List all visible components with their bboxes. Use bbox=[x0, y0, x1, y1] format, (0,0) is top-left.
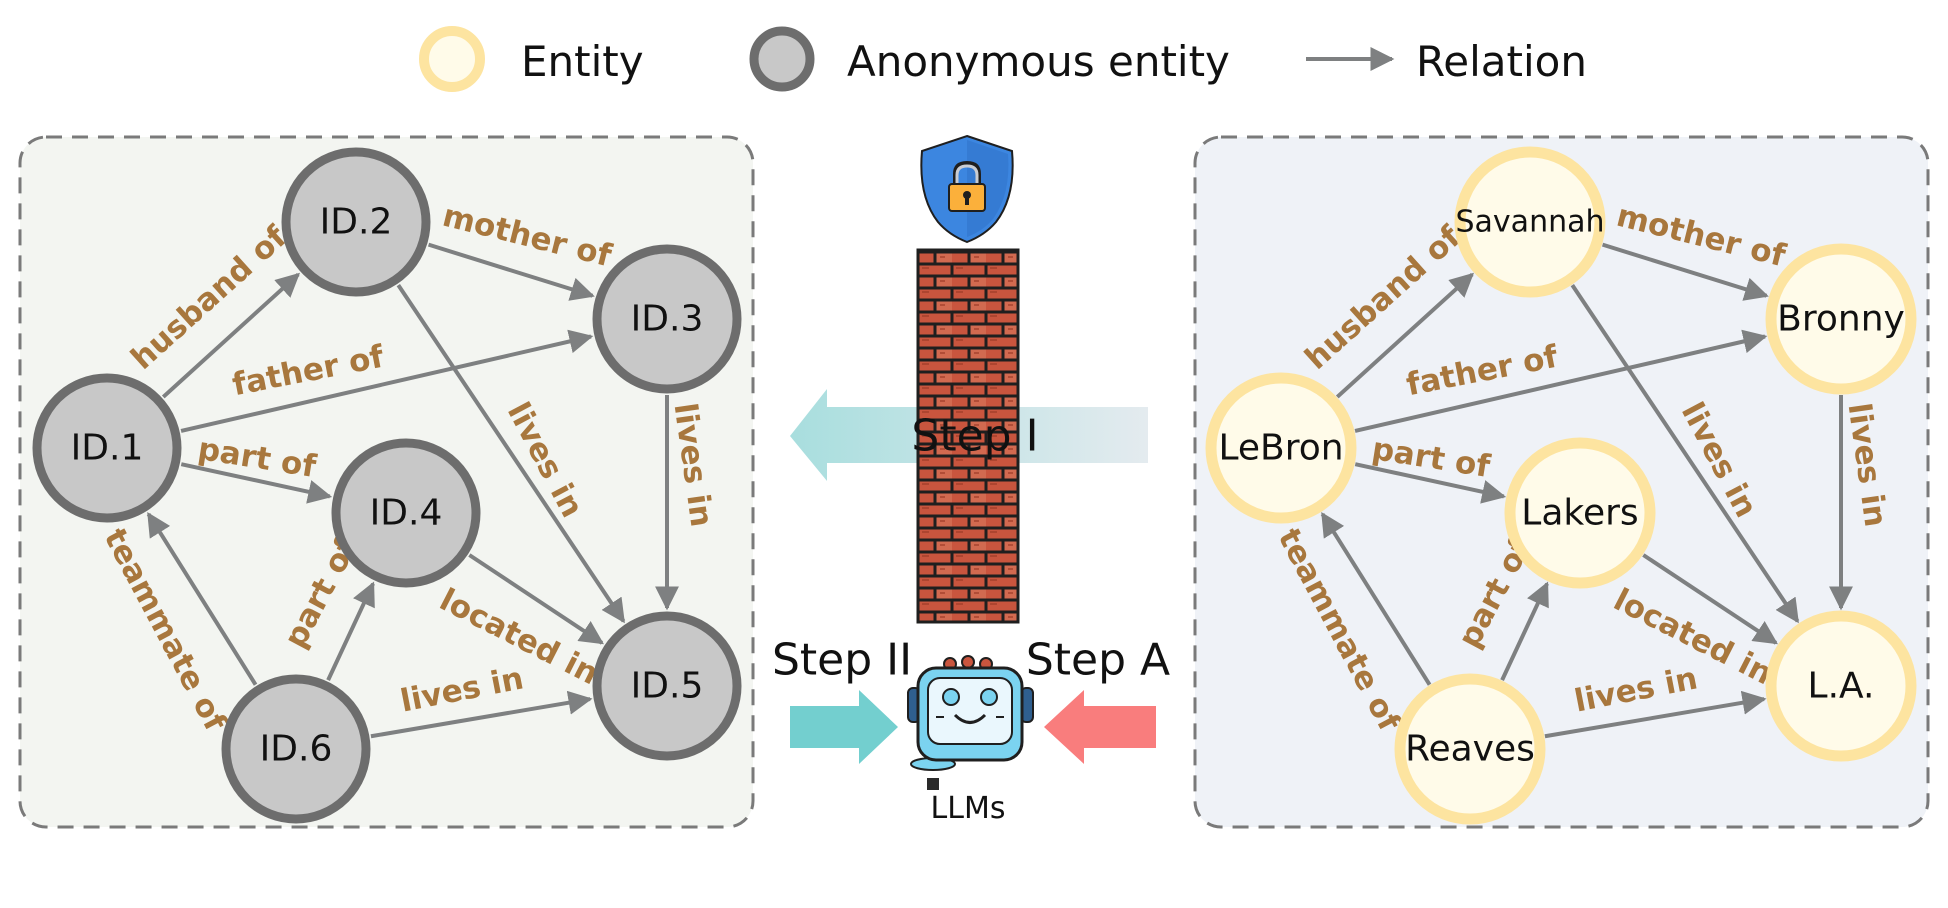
robot-icon bbox=[907, 655, 1034, 790]
right-edge-n2-n5 bbox=[1570, 284, 1800, 624]
left-node-id-5: ID.5 bbox=[592, 611, 742, 761]
right-node-savannah: Savannah bbox=[1454, 146, 1606, 298]
right-edge-n1-n3 bbox=[1354, 329, 1768, 433]
left-edge-n2-n3 bbox=[427, 242, 595, 301]
node-label: ID.2 bbox=[320, 202, 393, 243]
left-node-id-6: ID.6 bbox=[221, 674, 371, 824]
right-edge-n1-n2 bbox=[1335, 272, 1475, 399]
node-label: ID.5 bbox=[631, 666, 704, 707]
left-edge-n4-n5 bbox=[468, 553, 604, 645]
stepA-label: Step A bbox=[1026, 635, 1170, 686]
node-label: Reaves bbox=[1405, 729, 1535, 770]
right-node-lebron: LeBron bbox=[1205, 372, 1357, 524]
node-circle bbox=[1454, 146, 1606, 298]
node-circle bbox=[1205, 372, 1357, 524]
node-label: ID.1 bbox=[71, 428, 144, 469]
legend-anonymous-label: Anonymous entity bbox=[847, 37, 1230, 86]
legend-entity-icon bbox=[419, 26, 485, 92]
left-edge-n6-n4 bbox=[326, 581, 375, 681]
left-node-id-3: ID.3 bbox=[592, 244, 742, 394]
node-circle bbox=[32, 373, 182, 523]
llm-label: LLMs bbox=[931, 791, 1006, 826]
node-label: ID.3 bbox=[631, 299, 704, 340]
node-label: L.A. bbox=[1808, 666, 1875, 707]
brick-wall-icon bbox=[916, 248, 1020, 624]
right-node-bronny: Bronny bbox=[1765, 243, 1917, 395]
stepA-arrow bbox=[1044, 690, 1156, 764]
right-edge-n2-n3 bbox=[1601, 242, 1769, 301]
step2-label: Step II bbox=[772, 635, 912, 686]
right-node-reaves: Reaves bbox=[1394, 673, 1546, 825]
node-circle bbox=[592, 611, 742, 761]
node-label: Bronny bbox=[1777, 299, 1905, 340]
legend-anonymous-icon bbox=[749, 26, 815, 92]
node-circle bbox=[1765, 610, 1917, 762]
left-edge-n2-n5 bbox=[396, 284, 626, 624]
legend-relation-label: Relation bbox=[1416, 37, 1587, 86]
legend: Entity Anonymous entity Relation bbox=[419, 26, 1587, 92]
right-node-l-a-: L.A. bbox=[1765, 610, 1917, 762]
lock-shield-icon bbox=[920, 134, 1014, 244]
node-circle bbox=[281, 147, 431, 297]
left-edge-n6-n5 bbox=[370, 690, 593, 739]
left-node-id-2: ID.2 bbox=[281, 147, 431, 297]
left-edge-n1-n4 bbox=[180, 462, 333, 504]
right-edge-n6-n1 bbox=[1320, 512, 1432, 686]
node-circle bbox=[1765, 243, 1917, 395]
node-label: ID.4 bbox=[370, 493, 443, 534]
step1-label: Step I bbox=[911, 411, 1038, 462]
node-label: LeBron bbox=[1218, 428, 1343, 469]
left-edge-n6-n1 bbox=[146, 512, 258, 686]
node-label: Lakers bbox=[1521, 493, 1638, 534]
right-edge-n6-n5 bbox=[1544, 690, 1767, 739]
left-edge-n1-n3 bbox=[180, 329, 594, 433]
legend-entity-label: Entity bbox=[521, 37, 644, 86]
left-edge-n1-n2 bbox=[161, 272, 301, 399]
node-label: ID.6 bbox=[260, 729, 333, 770]
right-node-lakers: Lakers bbox=[1504, 437, 1656, 589]
left-graph-nodes: ID.1 ID.2ID.3ID.4ID.5ID.6 bbox=[32, 147, 742, 824]
node-circle bbox=[221, 674, 371, 824]
right-edge-n6-n4 bbox=[1500, 581, 1549, 681]
right-edge-n1-n4 bbox=[1354, 462, 1507, 504]
node-label: Savannah bbox=[1456, 205, 1605, 240]
node-circle bbox=[1504, 437, 1656, 589]
left-node-id-4: ID.4 bbox=[331, 438, 481, 588]
node-circle bbox=[331, 438, 481, 588]
node-circle bbox=[1394, 673, 1546, 825]
step2-arrow bbox=[790, 690, 898, 764]
right-edge-n4-n5 bbox=[1642, 553, 1778, 645]
left-node-id-1: ID.1 bbox=[32, 373, 182, 523]
node-circle bbox=[592, 244, 742, 394]
